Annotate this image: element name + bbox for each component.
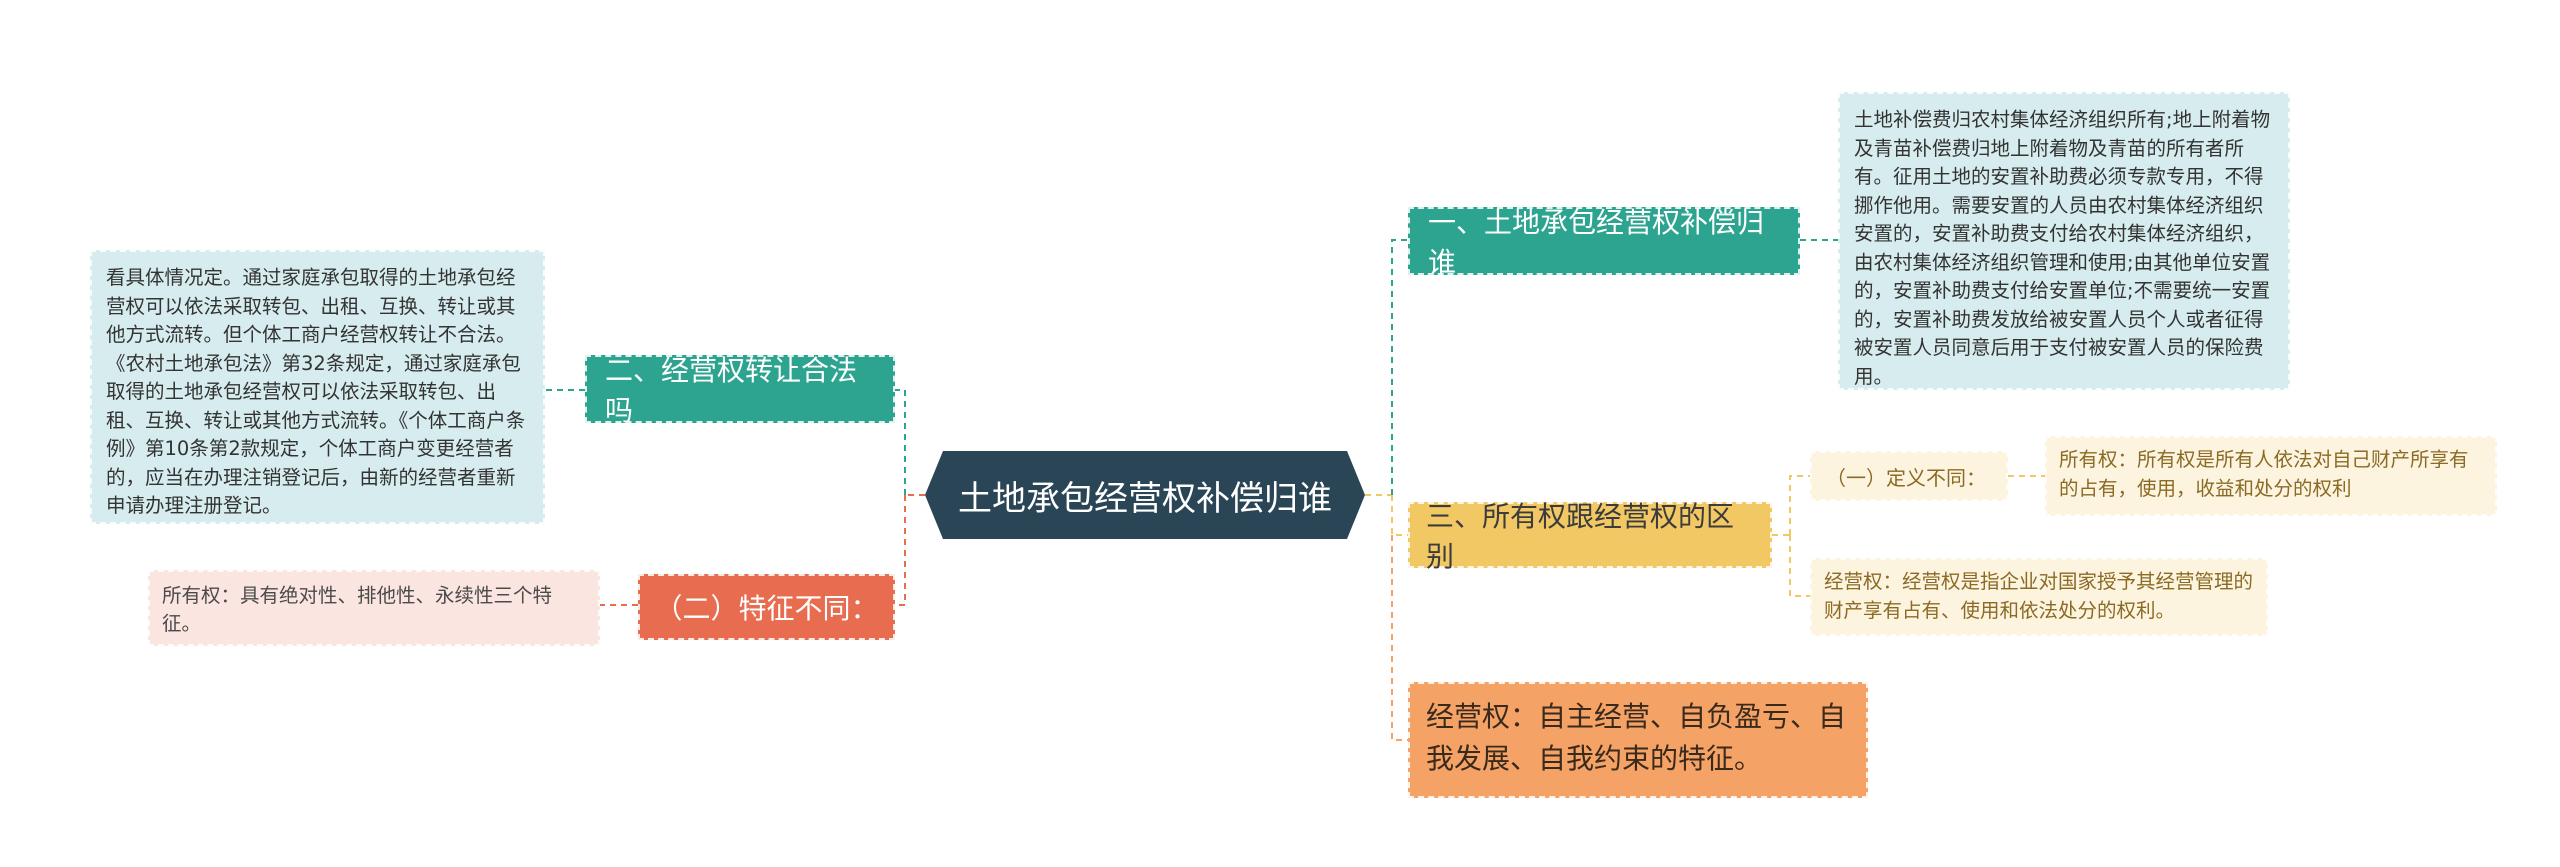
- link-difference-management: [1789, 535, 1810, 597]
- link-difference-definition: [1789, 475, 1810, 535]
- compensation-topic[interactable]: 一、土地承包经营权补偿归谁: [1408, 206, 1800, 279]
- compensation-topic-label: 一、土地承包经营权补偿归谁: [1428, 206, 1765, 279]
- features-topic[interactable]: （二）特征不同：: [638, 574, 895, 640]
- features-note: 所有权：具有绝对性、排他性、永续性三个特征。: [148, 570, 600, 646]
- features-topic-label: （二）特征不同：: [654, 592, 879, 625]
- difference-topic[interactable]: 三、所有权跟经营权的区别: [1408, 500, 1772, 573]
- link-right-trunk-difference: [1391, 495, 1408, 536]
- transfer-note: 看具体情况定。通过家庭承包取得的土地承包经营权可以依法采取转包、出租、互换、转让…: [90, 250, 545, 524]
- central-topic-label: 土地承包经营权补偿归谁: [958, 478, 1332, 519]
- ownership-definition-text: 所有权：所有权是所有人依法对自己财产所享有的占有，使用，收益和处分的权利: [2059, 448, 2469, 500]
- definition-subtopic[interactable]: （一）定义不同：: [1810, 451, 2008, 501]
- management-topic-label: 经营权：自主经营、自负盈亏、自我发展、自我约束的特征。: [1426, 700, 1847, 775]
- features-note-text: 所有权：具有绝对性、排他性、永续性三个特征。: [162, 584, 553, 635]
- transfer-note-text: 看具体情况定。通过家庭承包取得的土地承包经营权可以依法采取转包、出租、互换、转让…: [106, 266, 526, 517]
- central-topic[interactable]: 土地承包经营权补偿归谁: [925, 451, 1365, 539]
- definition-subtopic-label: （一）定义不同：: [1826, 465, 1986, 490]
- management-definition-text: 经营权：经营权是指企业对国家授予其经营管理的财产享有占有、使用和依法处分的权利。: [1824, 570, 2254, 622]
- ownership-definition-note: 所有权：所有权是所有人依法对自己财产所享有的占有，使用，收益和处分的权利: [2045, 436, 2497, 516]
- management-topic[interactable]: 经营权：自主经营、自负盈亏、自我发展、自我约束的特征。: [1408, 682, 1868, 798]
- link-right-trunk-management: [1391, 535, 1408, 741]
- compensation-note: 土地补偿费归农村集体经济组织所有;地上附着物及青苗补偿费归地上附着物及青苗的所有…: [1838, 92, 2290, 390]
- link-left-trunk-features: [895, 495, 906, 606]
- difference-topic-label: 三、所有权跟经营权的区别: [1426, 500, 1735, 573]
- transfer-topic-label: 二、经营权转让合法吗: [605, 354, 858, 427]
- compensation-note-text: 土地补偿费归农村集体经济组织所有;地上附着物及青苗补偿费归地上附着物及青苗的所有…: [1854, 108, 2271, 388]
- transfer-topic[interactable]: 二、经营权转让合法吗: [585, 354, 895, 427]
- link-right-trunk-compensation: [1391, 239, 1408, 495]
- link-left-trunk-transfer: [895, 389, 906, 495]
- management-definition-note: 经营权：经营权是指企业对国家授予其经营管理的财产享有占有、使用和依法处分的权利。: [1810, 558, 2268, 636]
